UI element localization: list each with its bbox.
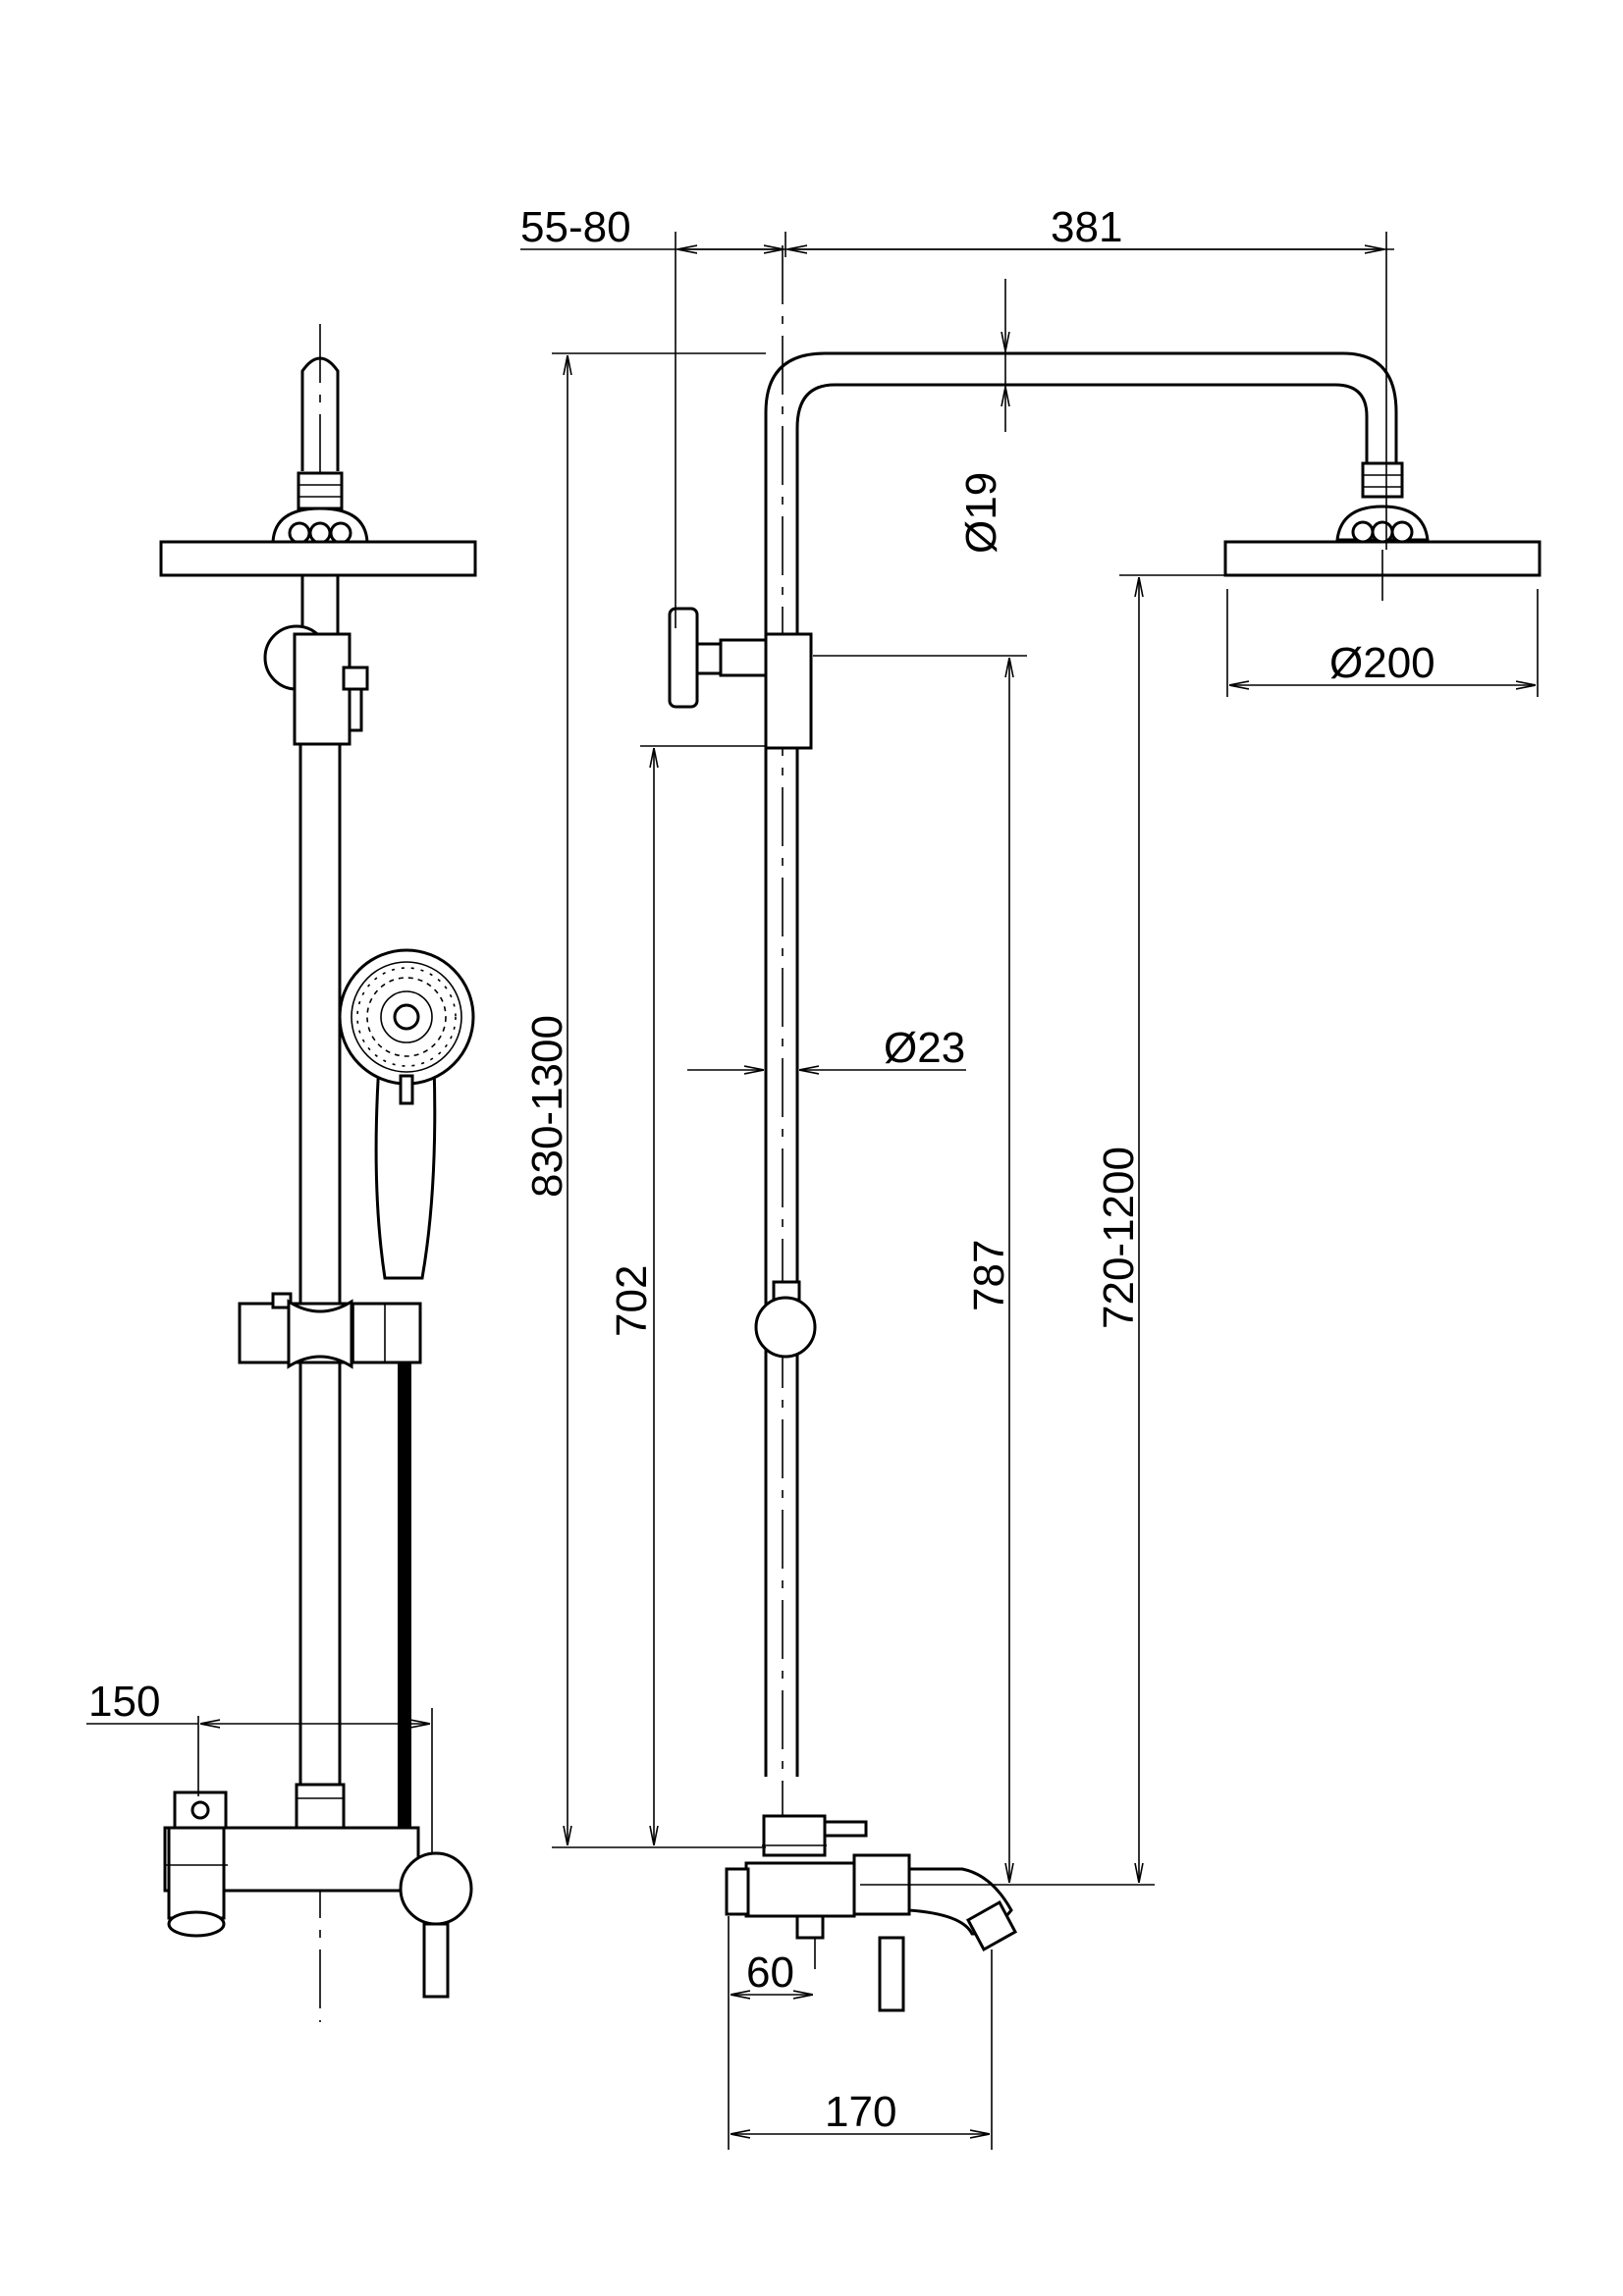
dim-label-787: 787 xyxy=(965,1240,1013,1311)
side-mixer-body xyxy=(744,1861,856,1918)
side-slider-ball xyxy=(754,1296,817,1359)
side-mixer-inlet xyxy=(725,1867,750,1916)
front-upper-pipe xyxy=(300,573,340,636)
front-diverter-block xyxy=(293,632,352,746)
dim-label-55-80: 55-80 xyxy=(520,203,631,251)
front-spout xyxy=(167,1826,226,1920)
side-diverter-block xyxy=(764,632,813,750)
front-shower-head xyxy=(159,540,477,577)
front-bottom-collar xyxy=(295,1783,346,1830)
hand-shower-handle xyxy=(374,1062,437,1280)
front-diverter-lever xyxy=(348,687,363,732)
dim-label-830-1300: 830-1300 xyxy=(523,1015,571,1198)
side-head-nut xyxy=(1361,461,1404,499)
dim-label-dia-19: Ø19 xyxy=(957,472,1005,554)
side-mixer-lever xyxy=(878,1936,905,2012)
front-mixer-knob xyxy=(399,1851,473,1926)
front-mixer-lever xyxy=(422,1922,450,1999)
dim-label-150: 150 xyxy=(88,1678,160,1726)
dim-label-60: 60 xyxy=(746,1949,794,1997)
front-view: 150 xyxy=(86,324,477,2022)
front-riser-pipe xyxy=(298,742,342,1787)
dim-label-dia-200: Ø200 xyxy=(1329,639,1435,687)
side-mixer-top xyxy=(762,1814,827,1857)
side-view xyxy=(668,245,1542,2012)
front-top-nut xyxy=(297,471,344,510)
dim-label-dia-23: Ø23 xyxy=(884,1024,965,1072)
dim-label-381: 381 xyxy=(1051,203,1122,251)
front-hand-shower xyxy=(338,948,475,1280)
dim-label-702: 702 xyxy=(608,1265,656,1337)
side-dimensions: 55-80 381 Ø19 Ø200 Ø23 830-1300 702 787 xyxy=(520,203,1539,2150)
side-shower-arm xyxy=(764,351,1398,1777)
side-diverter-knob xyxy=(668,607,699,709)
dim-label-170: 170 xyxy=(825,2088,896,2136)
dim-label-720-1200: 720-1200 xyxy=(1095,1147,1143,1329)
